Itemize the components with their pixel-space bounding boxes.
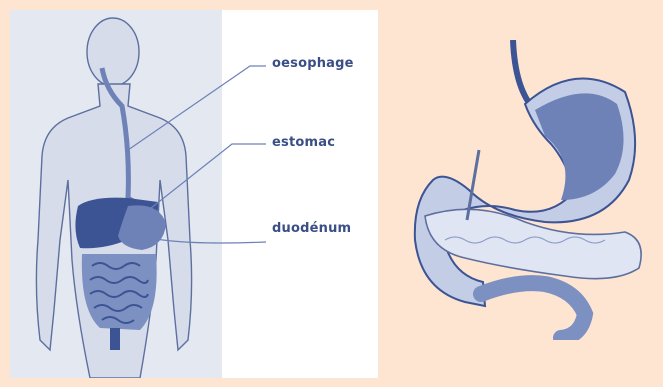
oesophagus-label: oesophage [272, 56, 354, 71]
duodenum-loop [481, 283, 585, 338]
body-diagram-panel: oesophage estomac duodénum [10, 10, 378, 378]
stomach-pancreas-illustration [385, 40, 655, 340]
duodenum-label: duodénum [272, 221, 351, 236]
stomach-pancreas-diagram [385, 40, 655, 340]
stomach-label: estomac [272, 135, 335, 150]
